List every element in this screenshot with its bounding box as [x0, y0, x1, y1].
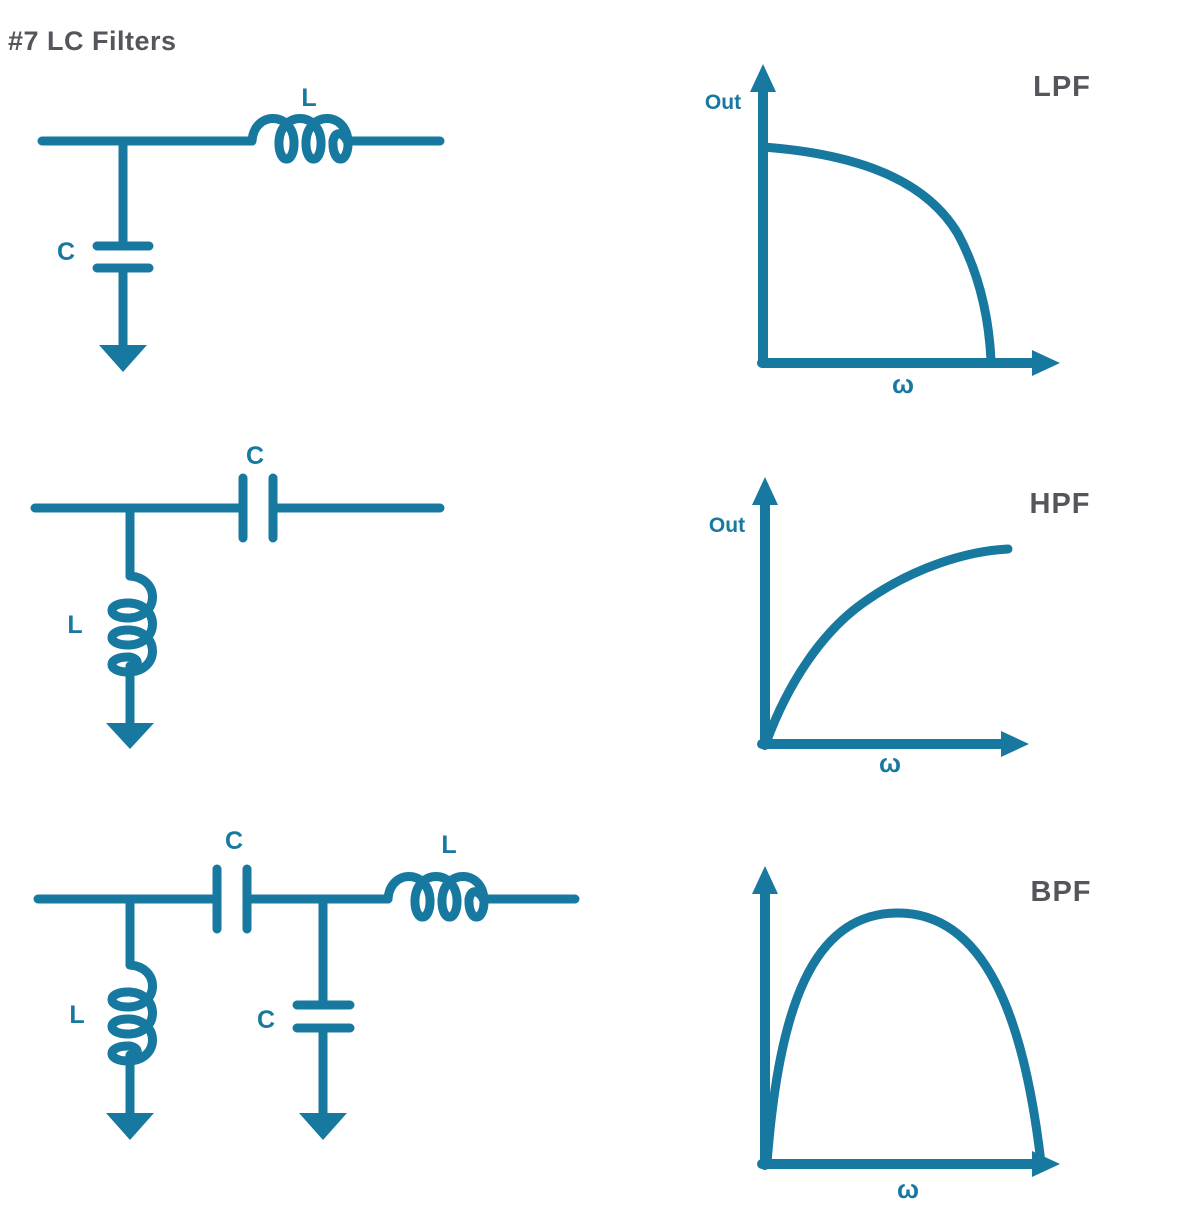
x-axis-label: ω	[897, 1174, 919, 1204]
capacitor-label: C	[246, 442, 264, 470]
hpf-circuit: C L	[30, 442, 445, 749]
lpf-response-curve	[758, 142, 996, 365]
y-axis-label: Out	[709, 514, 745, 537]
hpf-graph: Out ω HPF	[709, 477, 1091, 778]
series-capacitor-icon	[238, 473, 278, 543]
bpf-row: C L L C ω BPF	[33, 827, 1092, 1204]
inductor-label: L	[69, 1001, 84, 1029]
series-inductor-icon	[247, 114, 353, 164]
capacitor-label: C	[57, 238, 75, 266]
inductor-label: L	[301, 84, 316, 112]
bpf-circuit: C L L C	[33, 827, 580, 1140]
x-axis-arrowhead-icon	[1001, 731, 1029, 757]
y-axis-label: Out	[705, 91, 741, 114]
ground-icon	[106, 1113, 154, 1140]
lpf-circuit: L C	[37, 84, 445, 372]
y-axis-arrowhead-icon	[752, 866, 778, 894]
bpf-graph: ω BPF	[752, 866, 1092, 1204]
ground-icon	[99, 345, 147, 372]
x-axis-label: ω	[879, 748, 901, 778]
ground-icon	[299, 1113, 347, 1140]
inductor-label: L	[67, 611, 82, 639]
x-axis-arrowhead-icon	[1032, 350, 1060, 376]
bpf-response-curve	[762, 908, 1046, 1168]
capacitor-label: C	[257, 1006, 275, 1034]
series-inductor-icon	[383, 872, 489, 922]
series-capacitor-icon	[212, 864, 252, 934]
y-axis-arrowhead-icon	[752, 477, 778, 505]
capacitor-label: C	[225, 827, 243, 855]
filter-name-label: BPF	[1031, 876, 1092, 908]
lpf-graph: Out ω LPF	[705, 64, 1091, 399]
y-axis-arrowhead-icon	[750, 64, 776, 92]
hpf-row: C L Out ω HPF	[30, 442, 1091, 778]
shunt-capacitor-icon	[292, 1000, 355, 1033]
ground-icon	[106, 723, 154, 749]
inductor-label: L	[441, 831, 456, 859]
shunt-inductor-icon	[107, 960, 157, 1066]
lpf-row: L C Out ω LPF	[37, 64, 1091, 399]
x-axis-label: ω	[892, 369, 914, 399]
page-title: #7 LC Filters	[8, 26, 177, 56]
shunt-inductor-icon	[107, 571, 157, 677]
shunt-capacitor-icon	[92, 241, 154, 273]
filter-name-label: LPF	[1033, 71, 1091, 103]
filter-name-label: HPF	[1030, 488, 1091, 520]
hpf-response-curve	[761, 544, 1013, 748]
